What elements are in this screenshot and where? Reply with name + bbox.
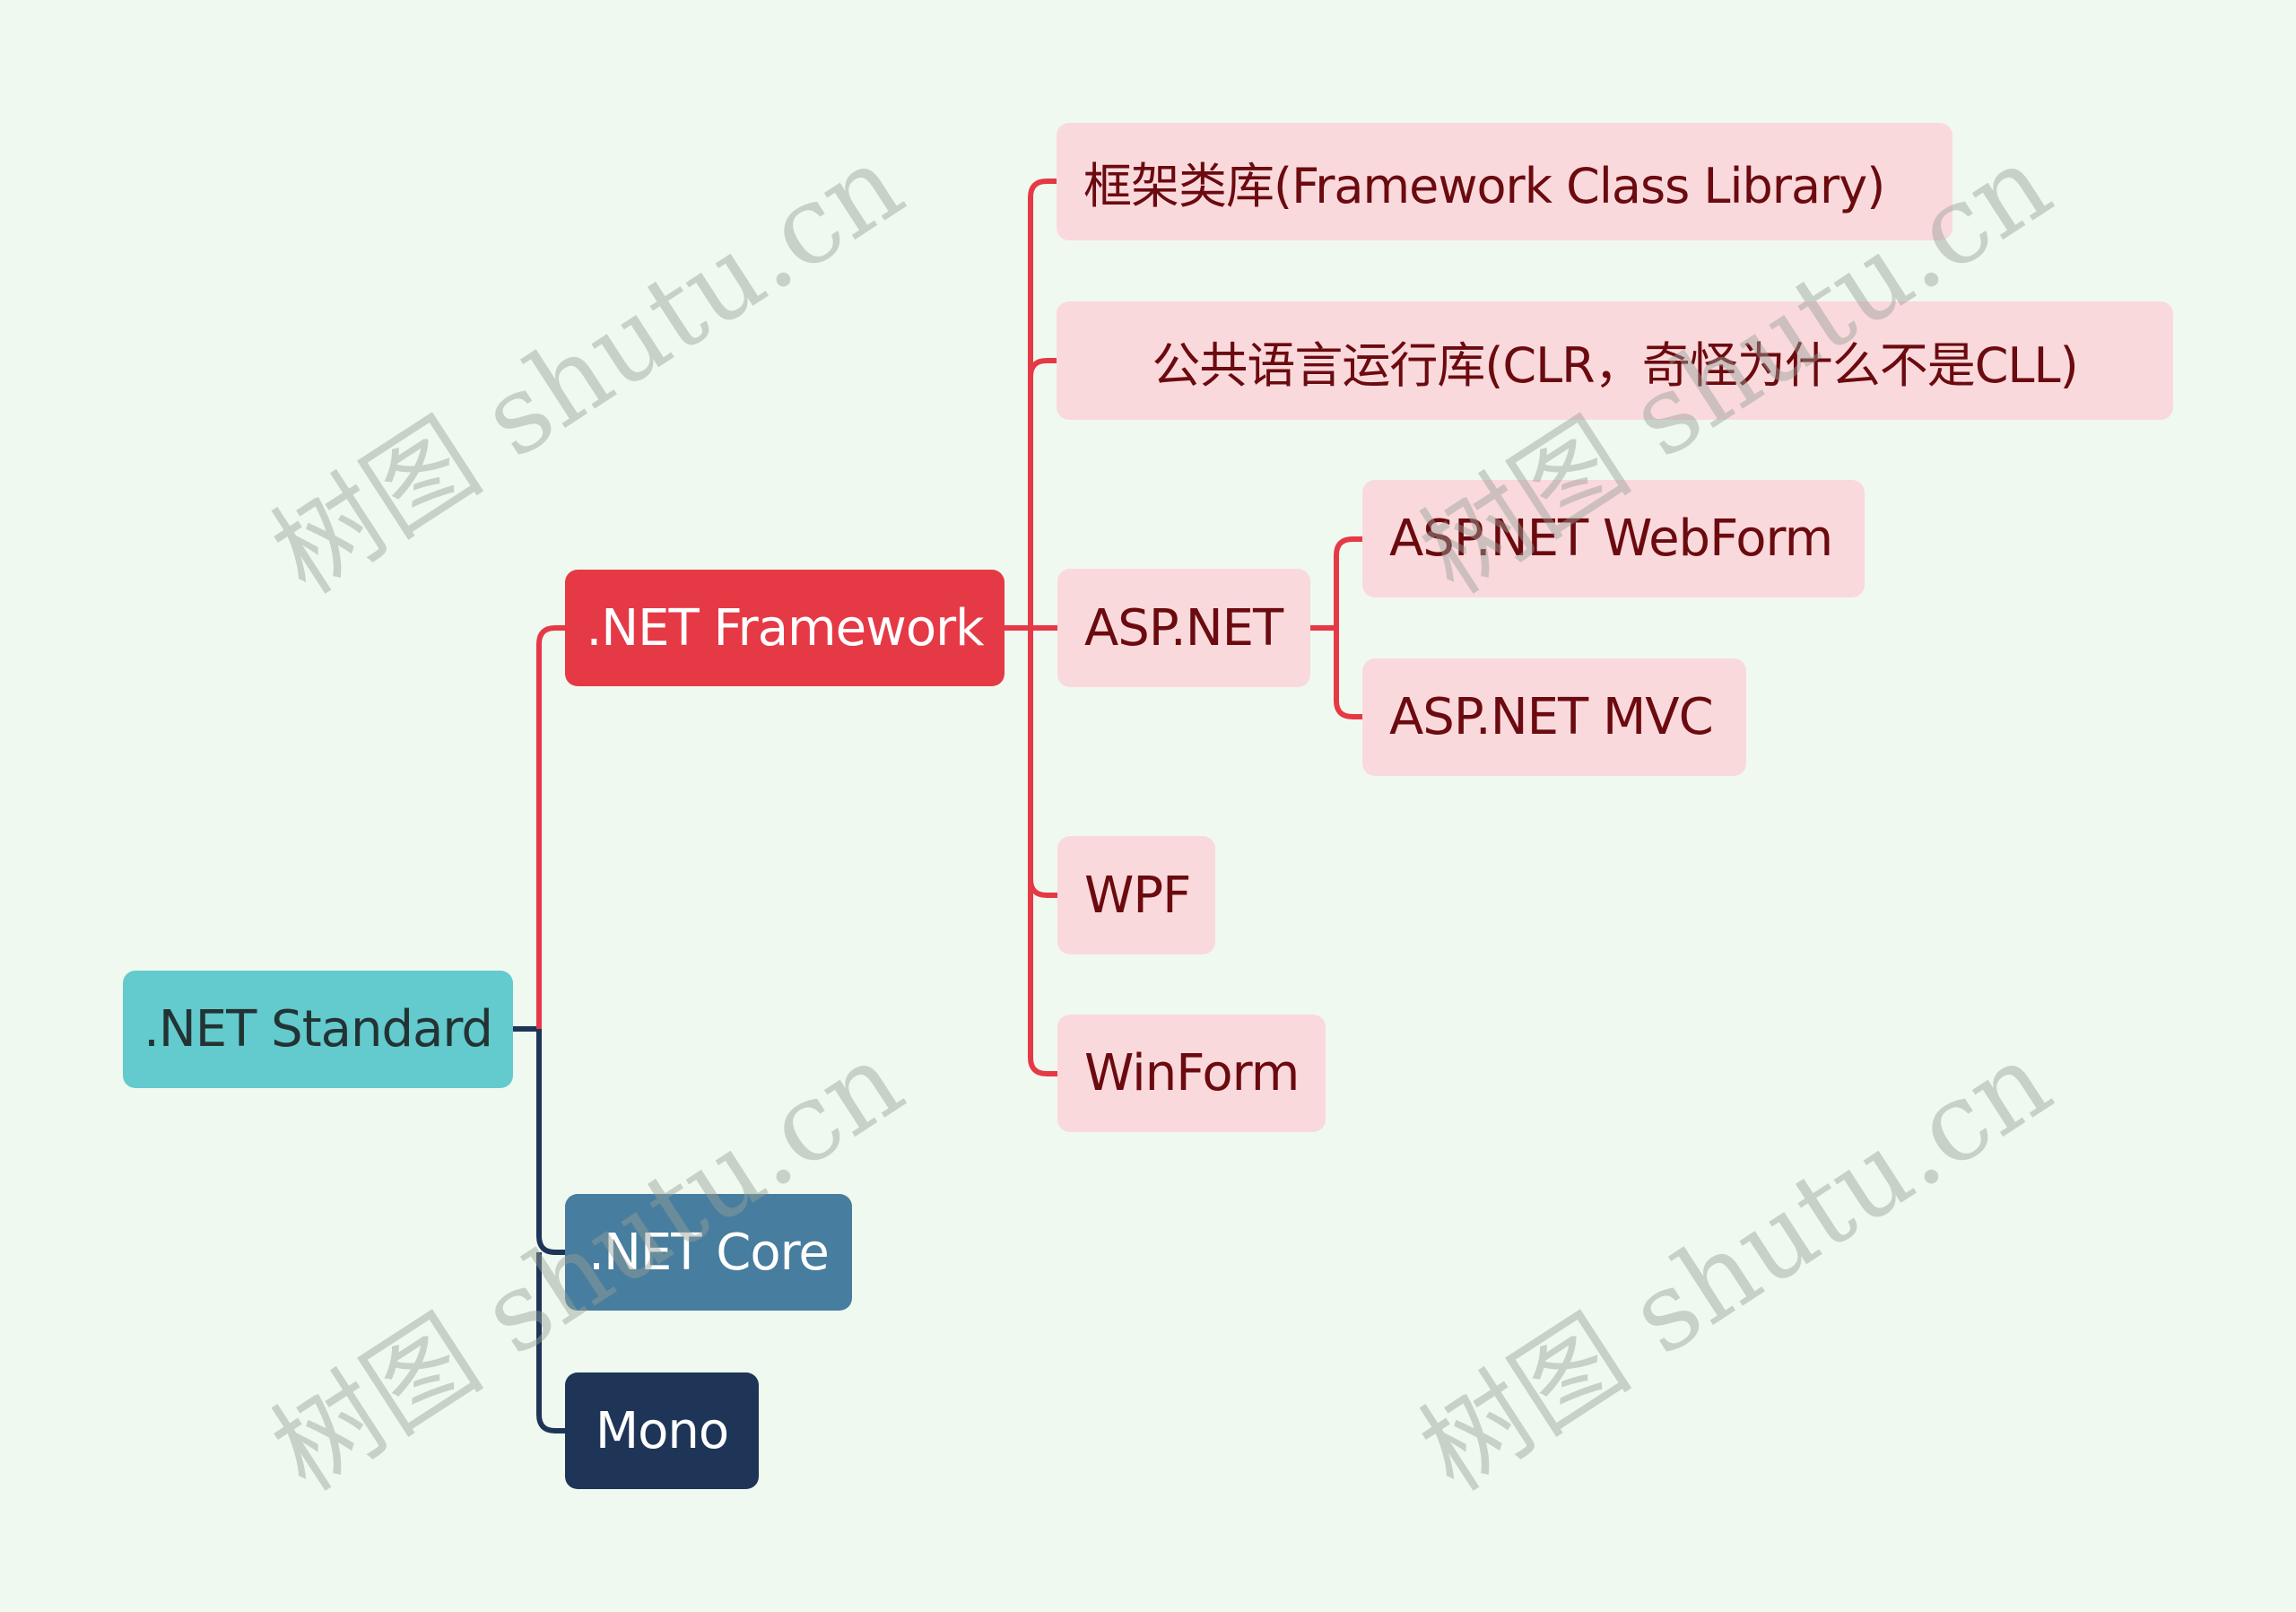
connector-framework-winform [1028,628,1057,1076]
node-net-framework[interactable]: .NET Framework [565,570,1004,686]
node-framework-class-library[interactable]: 框架类库(Framework Class Library) [1057,123,1952,240]
connector-framework-fcl [1028,179,1057,628]
root-node-net-standard[interactable]: .NET Standard [123,971,513,1088]
connector-root-framework [536,625,565,1029]
node-mono[interactable]: Mono [565,1372,759,1489]
node-winform[interactable]: WinForm [1057,1015,1326,1132]
node-net-core[interactable]: .NET Core [565,1194,852,1311]
node-aspnet-mvc[interactable]: ASP.NET MVC [1362,658,1746,776]
node-aspnet[interactable]: ASP.NET [1057,569,1310,687]
node-wpf[interactable]: WPF [1057,836,1215,954]
connector-aspnet-mvc [1334,628,1362,719]
connector-framework-wpf [1028,878,1057,898]
connector-aspnet-webform [1334,536,1362,628]
connector-root-core [536,1029,565,1255]
node-clr[interactable]: 公共语言运行库(CLR，奇怪为什么不是CLL) [1057,301,2173,420]
connector-root-mono [536,1252,565,1433]
connector-framework-clr [1028,358,1057,378]
node-aspnet-webform[interactable]: ASP.NET WebForm [1362,480,1865,597]
